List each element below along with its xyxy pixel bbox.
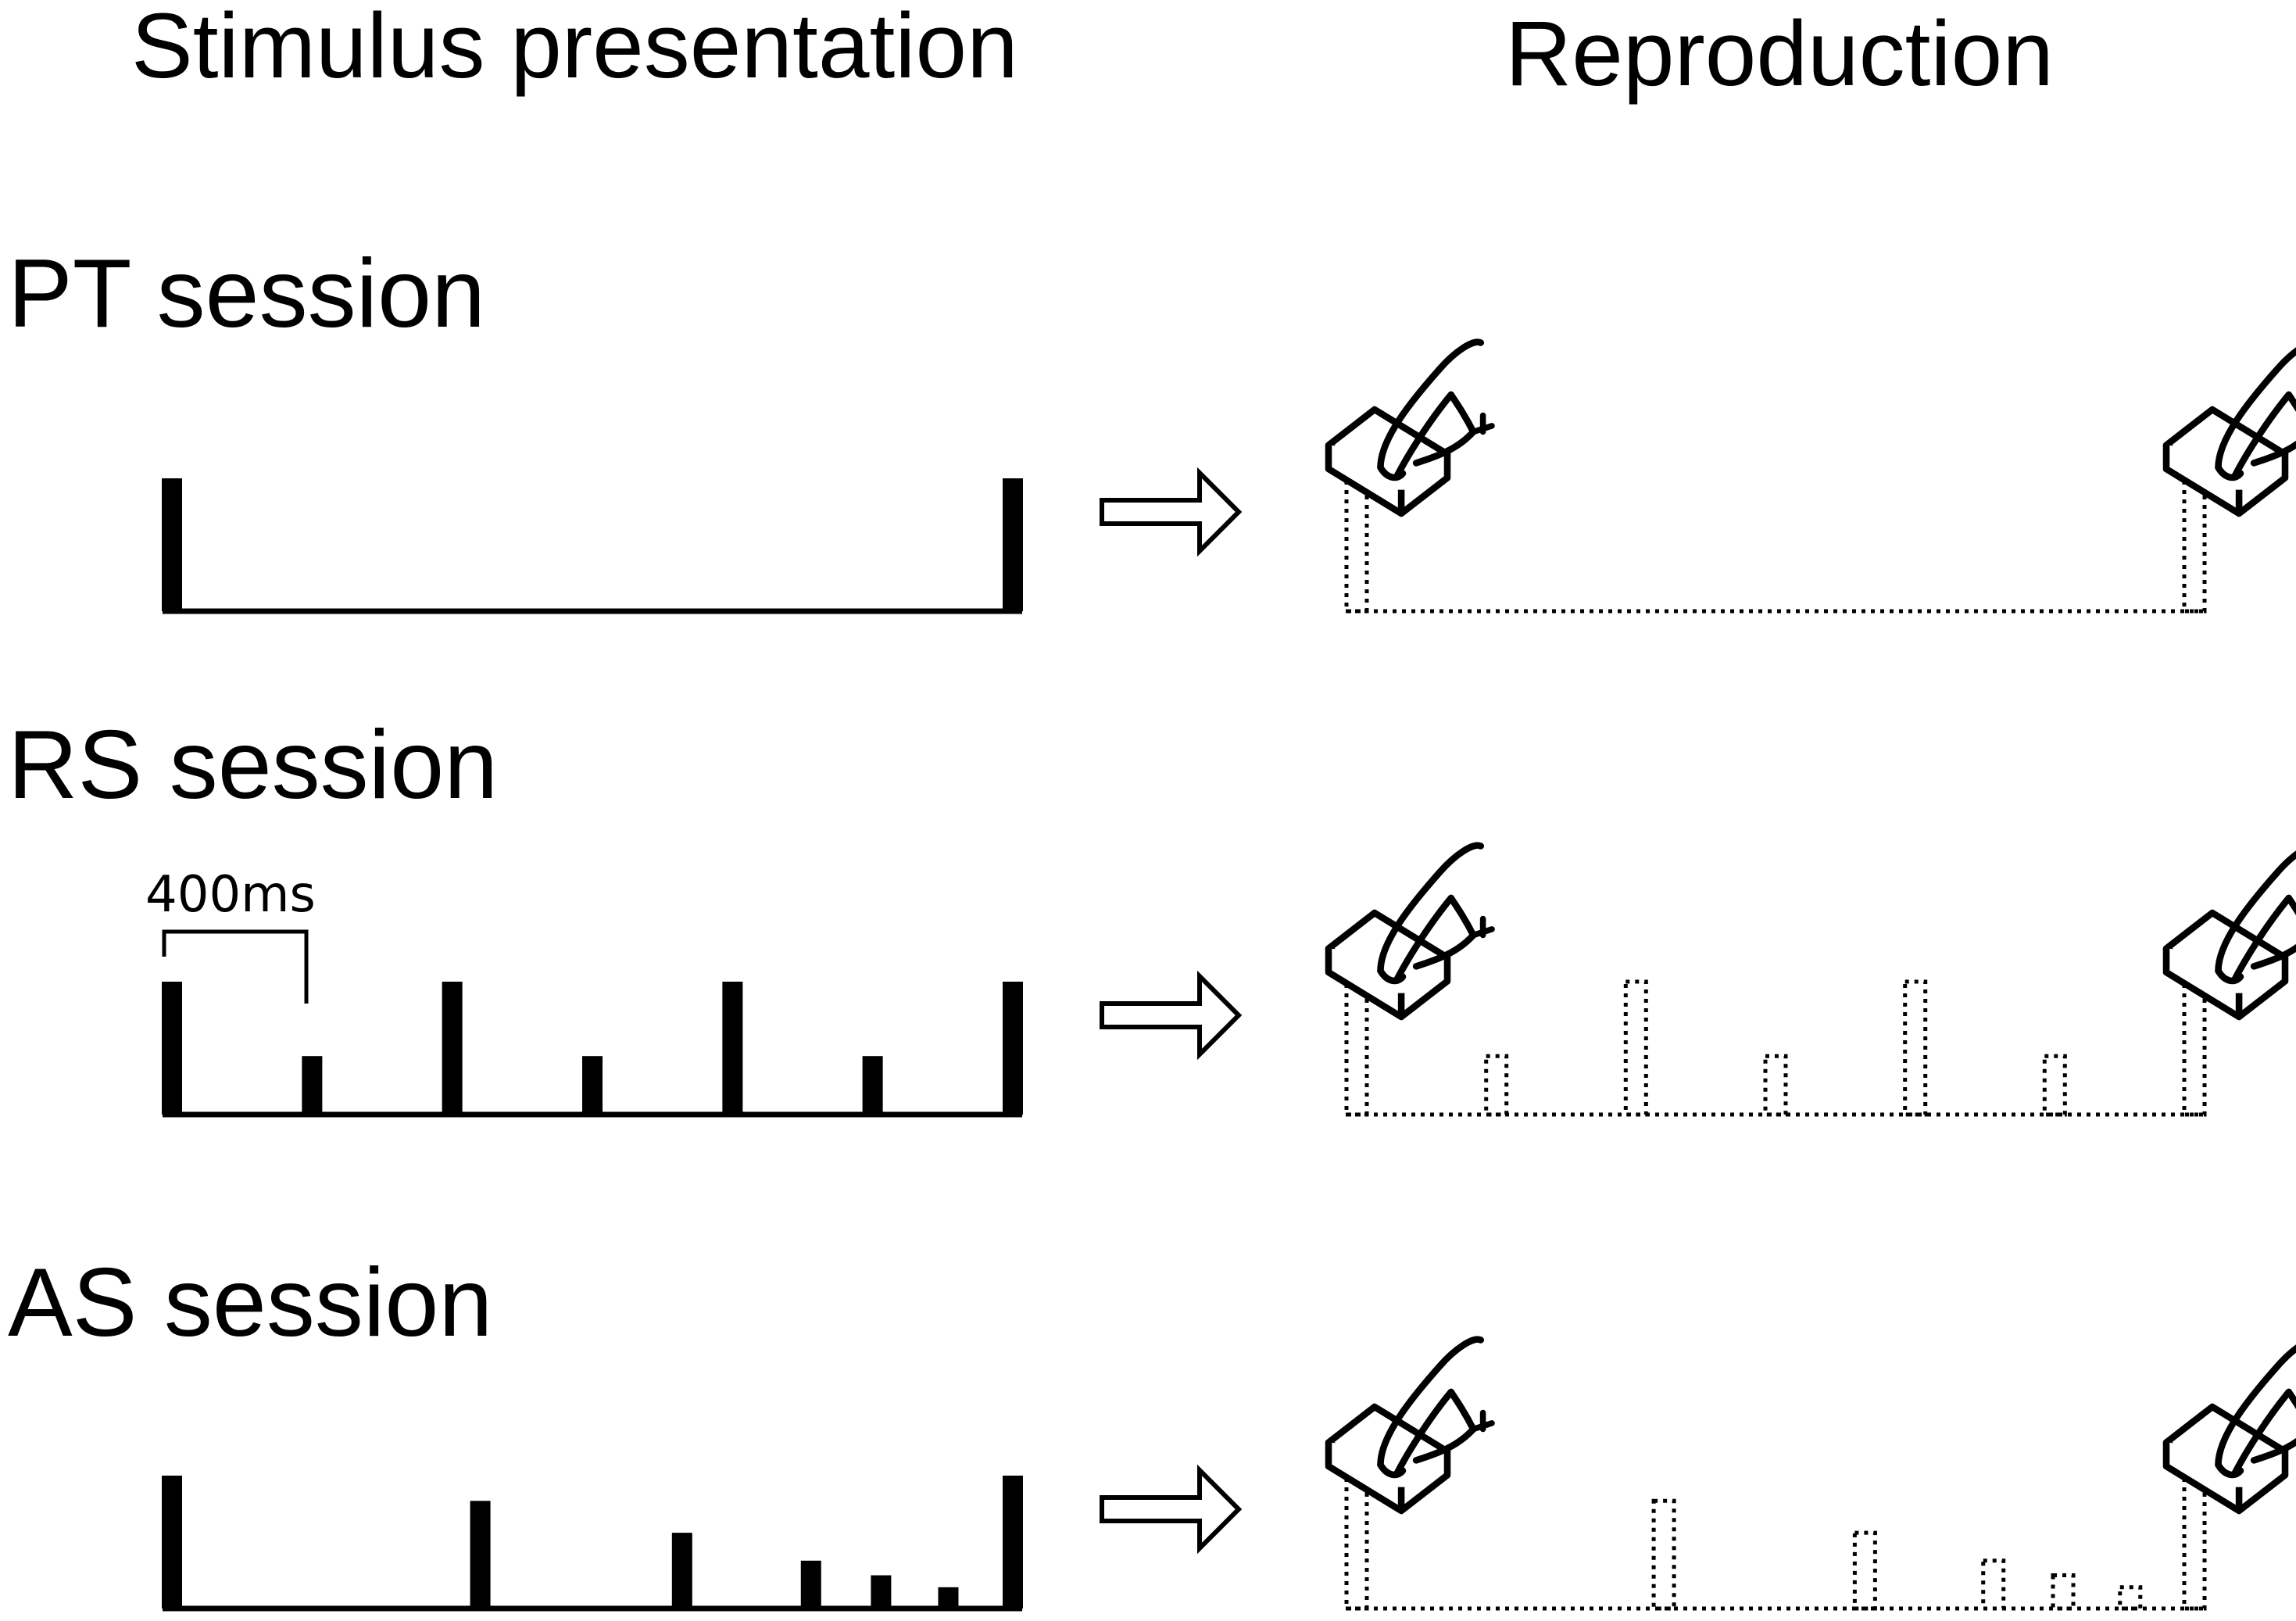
reproduction-marker xyxy=(2182,1473,2207,1611)
reproduction-marker xyxy=(1903,979,1928,1117)
stimulus-marker xyxy=(162,1476,182,1608)
right-arrow-icon xyxy=(1100,467,1243,557)
stimulus-marker xyxy=(671,1533,692,1608)
reproduction-marker xyxy=(2182,476,2207,614)
reproduction-marker xyxy=(1852,1530,1877,1611)
reproduction-marker xyxy=(2051,1573,2076,1611)
finger-press-button-icon xyxy=(2166,342,2296,513)
stimulus-marker xyxy=(1003,982,1023,1115)
stimulus-marker xyxy=(722,982,743,1115)
finger-press-button-icon xyxy=(1329,846,1492,1017)
reproduction-marker xyxy=(2182,979,2207,1117)
reproduction-marker xyxy=(1651,1498,1676,1611)
stimulus-marker xyxy=(1003,478,1023,611)
pt-session-label: PT session xyxy=(8,240,486,348)
finger-press-button-icon xyxy=(2166,1340,2296,1511)
stimulus-marker xyxy=(871,1575,892,1608)
stimulus-marker xyxy=(862,1056,883,1115)
reproduction-marker xyxy=(2042,1054,2067,1117)
reproduction-marker xyxy=(1763,1054,1788,1117)
as-session-label: AS session xyxy=(8,1249,493,1357)
stimulus-marker xyxy=(582,1056,603,1115)
rs-session-label: RS session xyxy=(8,711,499,819)
reproduction-marker xyxy=(1484,1054,1509,1117)
stimulus-marker xyxy=(162,982,182,1115)
finger-press-button-icon xyxy=(1329,342,1492,513)
stimulus-marker xyxy=(470,1501,491,1608)
stimulus-header: Stimulus presentation xyxy=(131,0,1018,98)
interval-bracket xyxy=(162,929,309,1004)
stimulus-marker xyxy=(938,1587,959,1608)
right-arrow-icon xyxy=(1100,1464,1243,1555)
reproduction-marker xyxy=(1981,1558,2006,1611)
stimulus-marker xyxy=(162,478,182,611)
stimulus-marker xyxy=(302,1056,323,1115)
reproduction-marker xyxy=(1344,979,1369,1117)
finger-press-button-icon xyxy=(1329,1340,1492,1511)
reproduction-marker xyxy=(1344,476,1369,614)
interval-label: 400ms xyxy=(145,866,316,924)
stimulus-marker xyxy=(1003,1476,1023,1608)
reproduction-marker xyxy=(1344,1473,1369,1611)
reproduction-marker xyxy=(2118,1585,2143,1611)
stimulus-marker xyxy=(442,982,463,1115)
right-arrow-icon xyxy=(1100,970,1243,1061)
stimulus-marker xyxy=(800,1560,821,1608)
reproduction-marker xyxy=(1623,979,1648,1117)
reproduction-header: Reproduction xyxy=(1505,2,2054,106)
finger-press-button-icon xyxy=(2166,846,2296,1017)
